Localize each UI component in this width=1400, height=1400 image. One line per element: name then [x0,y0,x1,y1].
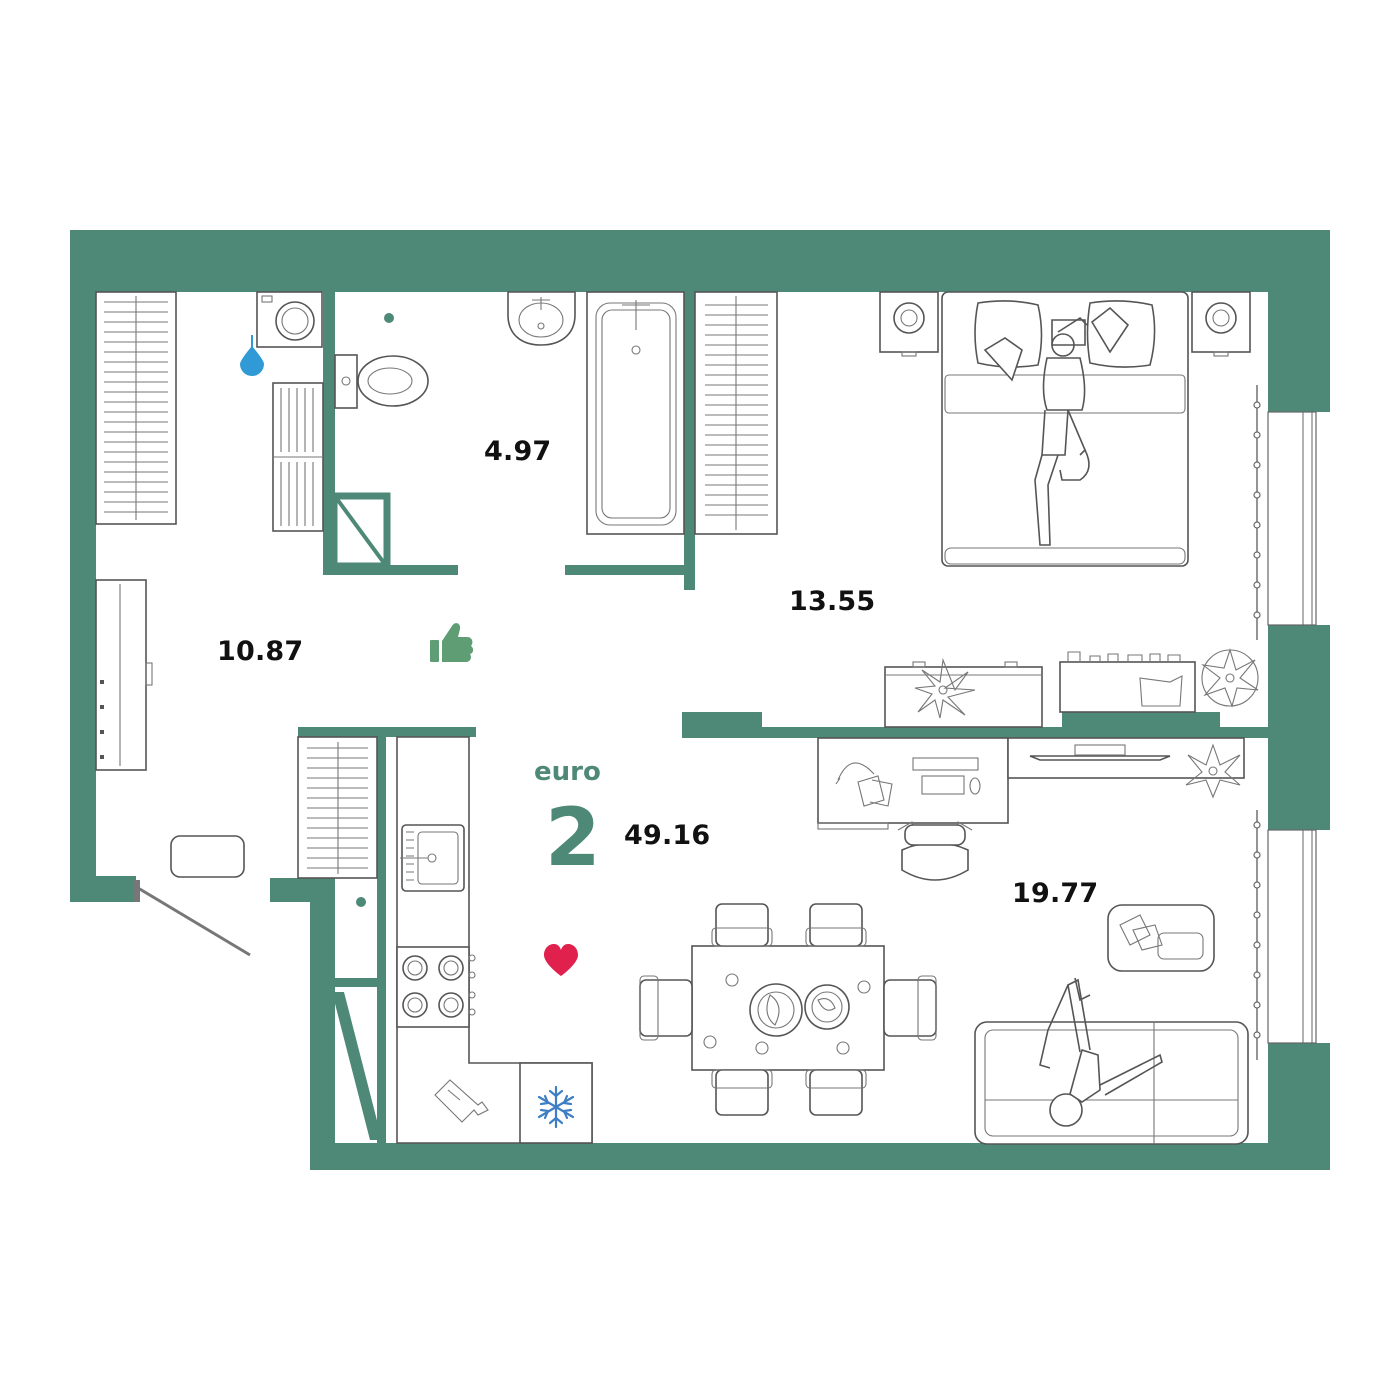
bathtub [586,291,685,535]
bedroom-plant [1200,648,1259,708]
kitchen-sink [400,824,465,892]
bathroom-area: 4.97 [484,436,552,467]
snowflake-icon [537,1085,575,1129]
kitchen-living-area: 19.77 [1012,878,1099,909]
bathroom-sink [507,291,576,346]
dining-table [691,945,885,1071]
door-mat [170,835,245,878]
total-area: 49.16 [624,820,711,851]
bathroom-radiator [694,291,778,535]
cooktop [396,946,476,1028]
entrance-door [134,880,251,957]
kitchen-drain [356,897,366,907]
towel-dryer [272,382,324,532]
windows [1267,411,1317,1044]
bedroom-dresser [884,661,1043,728]
bed [941,291,1189,567]
cutting-board [434,1079,489,1123]
water-drop-icon [240,335,264,376]
walls [70,230,1330,1170]
hallway-wardrobe [95,291,177,525]
sleeping-person [1034,316,1090,546]
sofa [974,1021,1249,1145]
hallway-area: 10.87 [217,636,304,667]
bedroom-area: 13.55 [789,586,876,617]
floor-drain [384,313,394,323]
sofa-person [1039,977,1163,1127]
room-count: 2 [545,791,601,884]
thumbs-up-icon [430,623,474,662]
nightstand-right [1191,291,1251,357]
bookshelf [1059,651,1196,713]
work-desk [817,737,1009,830]
tv-console [1007,737,1245,779]
washing-machine [256,291,323,348]
nightstand-left [879,291,939,357]
unit-type-label: euro [534,757,601,787]
curtain-rails [1253,385,1261,1060]
dresser-plant [914,657,976,719]
office-chair [897,821,973,881]
console-plant [1185,743,1241,799]
kitchen-radiator [297,736,378,879]
toilet [334,354,429,409]
coffee-table [1107,904,1215,972]
hallway-cabinet [95,579,153,771]
heart-icon [544,944,578,976]
dining-chairs [639,903,937,1116]
